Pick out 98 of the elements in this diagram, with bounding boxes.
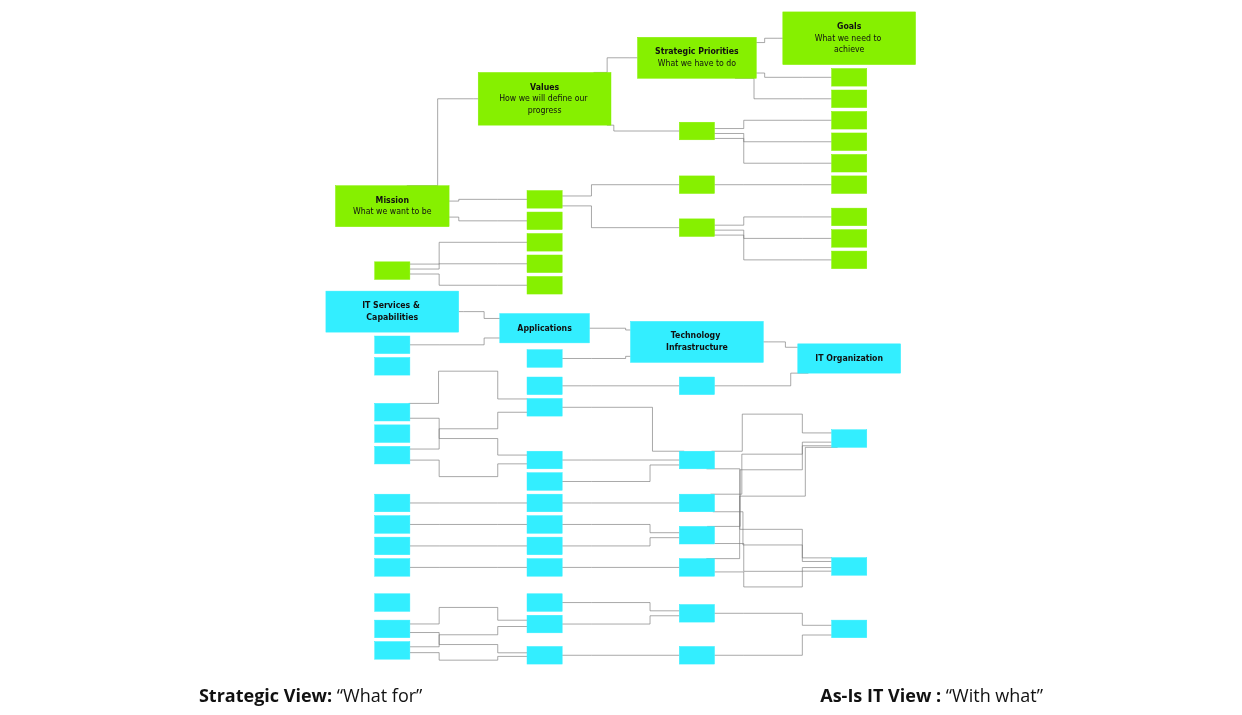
connector bbox=[458, 310, 501, 319]
node-box bbox=[831, 228, 868, 247]
node-box bbox=[831, 619, 868, 638]
node-box bbox=[679, 218, 715, 237]
node-box bbox=[831, 250, 868, 269]
node-box bbox=[527, 472, 563, 491]
connector bbox=[589, 327, 632, 330]
node-box bbox=[374, 557, 411, 576]
connector bbox=[409, 241, 528, 264]
node-box bbox=[831, 429, 868, 448]
node-box bbox=[831, 153, 868, 172]
node-box bbox=[679, 525, 715, 544]
connector bbox=[409, 411, 528, 449]
connector bbox=[409, 459, 528, 477]
node-box bbox=[831, 67, 868, 86]
connector bbox=[449, 216, 528, 221]
node-box bbox=[831, 89, 868, 108]
connector bbox=[763, 341, 799, 348]
node-box bbox=[374, 593, 411, 612]
connector bbox=[714, 634, 833, 656]
node-box bbox=[527, 376, 563, 395]
node-box bbox=[374, 402, 411, 421]
node-box bbox=[527, 645, 563, 664]
connector bbox=[714, 234, 833, 260]
connector bbox=[409, 545, 528, 546]
node-box bbox=[679, 376, 715, 395]
connector bbox=[562, 654, 680, 656]
node-box bbox=[527, 348, 563, 368]
connector bbox=[714, 570, 833, 587]
connector bbox=[449, 198, 528, 201]
node-box bbox=[374, 514, 411, 533]
node-box bbox=[374, 424, 411, 443]
node-box bbox=[527, 397, 563, 416]
connector bbox=[562, 464, 680, 482]
node-box bbox=[679, 175, 715, 194]
node-box bbox=[374, 536, 411, 555]
connector bbox=[409, 417, 528, 455]
node-box bbox=[527, 493, 563, 512]
connector bbox=[756, 37, 784, 43]
node-box bbox=[527, 450, 563, 469]
connector bbox=[714, 542, 833, 572]
node-box bbox=[831, 175, 868, 194]
connector bbox=[409, 566, 528, 568]
node-box bbox=[527, 536, 563, 555]
connector bbox=[409, 625, 528, 647]
connector bbox=[562, 205, 680, 228]
connector bbox=[714, 119, 833, 129]
node-box bbox=[831, 110, 868, 129]
node-box bbox=[527, 254, 563, 273]
connector bbox=[409, 631, 528, 653]
connector bbox=[409, 337, 501, 345]
connector bbox=[562, 523, 680, 533]
connector bbox=[562, 183, 680, 196]
view-caption: As-Is IT View : “With what” bbox=[820, 683, 1044, 707]
connector bbox=[409, 273, 528, 286]
node-box bbox=[527, 211, 563, 230]
connector bbox=[714, 137, 833, 164]
node-box bbox=[527, 514, 563, 533]
node-box bbox=[831, 132, 868, 151]
node-box bbox=[527, 189, 563, 208]
node-box bbox=[374, 335, 411, 354]
connector bbox=[562, 601, 680, 611]
connector bbox=[714, 183, 833, 185]
node-box bbox=[374, 619, 411, 638]
node-box bbox=[831, 207, 868, 226]
node-box bbox=[679, 557, 715, 576]
connector bbox=[712, 510, 833, 562]
connector bbox=[714, 612, 833, 626]
node-box bbox=[374, 493, 411, 512]
view-caption: Strategic View: “What for” bbox=[198, 683, 423, 707]
connector bbox=[409, 606, 528, 624]
node-box bbox=[679, 645, 715, 664]
node-box bbox=[679, 603, 715, 622]
connector bbox=[409, 651, 528, 660]
connector bbox=[562, 614, 680, 624]
node-box bbox=[831, 556, 868, 575]
node-box bbox=[374, 445, 411, 464]
node-box bbox=[527, 614, 563, 633]
connector bbox=[562, 355, 632, 359]
connector bbox=[562, 385, 680, 386]
node-box bbox=[527, 593, 563, 612]
node-box bbox=[374, 261, 411, 280]
connector bbox=[714, 216, 833, 225]
node-box bbox=[374, 356, 411, 375]
node-box bbox=[374, 640, 411, 659]
node-box bbox=[527, 557, 563, 576]
connector bbox=[562, 566, 680, 568]
connector bbox=[409, 523, 528, 525]
connector bbox=[756, 72, 833, 78]
connector bbox=[714, 132, 833, 142]
node-box bbox=[527, 232, 563, 251]
node-box bbox=[679, 493, 715, 512]
node-box bbox=[527, 275, 563, 294]
node-box bbox=[679, 450, 715, 469]
node-box bbox=[679, 121, 715, 140]
connector bbox=[562, 536, 680, 546]
connector bbox=[409, 263, 528, 269]
connector bbox=[714, 229, 833, 239]
